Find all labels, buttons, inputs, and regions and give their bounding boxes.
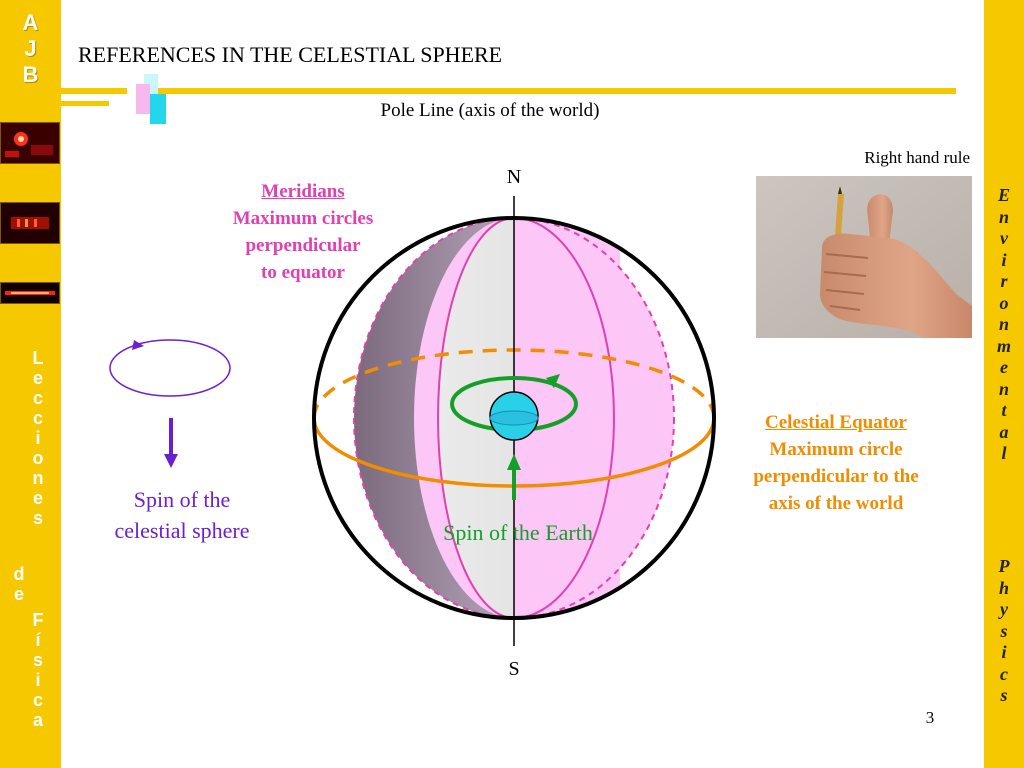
- thumbnail-spectrum: [0, 202, 60, 244]
- series-subject-vertical: F í s i c a: [32, 610, 44, 730]
- meridian-outline-left: [437, 217, 515, 619]
- right-hand-rule-photo: [756, 176, 972, 338]
- earth-spin-arrow-head: [507, 454, 521, 470]
- celestial-spin-circle: [109, 339, 231, 397]
- header-deco-line: [61, 88, 127, 94]
- slide-title: REFERENCES IN THE CELESTIAL SPHERE: [78, 42, 503, 67]
- right-sidebar: [984, 0, 1024, 768]
- environmental-vertical: E n v i r o n m e n t a l: [996, 185, 1011, 463]
- earth-equator-band: [489, 410, 539, 426]
- celestial-equator-line: Maximum circle: [769, 439, 903, 460]
- celestial-equator-line: axis of the world: [768, 493, 904, 514]
- thumbnail-laser-line: [0, 282, 60, 304]
- meridians-line: perpendicular: [245, 235, 361, 256]
- header-rule: [148, 88, 956, 94]
- celestial-spin-arrowhead: [132, 340, 144, 350]
- meridians-caption: Meridians Maximum circles perpendicular …: [205, 178, 401, 286]
- series-name-vertical: L e c c i o n e s: [32, 348, 44, 528]
- header-deco-line: [61, 101, 109, 106]
- spin-earth-caption: Spin of the Earth: [443, 520, 593, 545]
- north-pole-label: N: [506, 166, 522, 188]
- physics-vertical: P h y s i c s: [998, 556, 1010, 705]
- celestial-equator-heading: Celestial Equator: [765, 412, 907, 433]
- celestial-spin-arrow-head: [164, 454, 178, 468]
- meridians-line: Maximum circles: [232, 208, 374, 229]
- right-hand-rule-label: Right hand rule: [864, 148, 970, 167]
- page-number: 3: [925, 708, 935, 727]
- meridian-outline-right: [513, 217, 615, 619]
- meridians-line: to equator: [261, 262, 345, 283]
- south-pole-label: S: [508, 658, 520, 680]
- spin-celestial-line: Spin of the: [133, 487, 231, 512]
- celestial-equator-line: perpendicular to the: [753, 466, 919, 487]
- meridians-heading: Meridians: [261, 181, 345, 202]
- spin-celestial-sphere-caption: Spin of the celestial sphere: [92, 484, 272, 546]
- spin-celestial-line: celestial sphere: [114, 518, 250, 543]
- author-initials: A J B: [22, 10, 39, 87]
- celestial-equator-caption: Celestial Equator Maximum circle perpend…: [726, 409, 946, 517]
- pole-line-label: Pole Line (axis of the world): [380, 100, 600, 121]
- series-de-vertical: d e: [13, 564, 25, 604]
- header-logo-squares: [136, 74, 166, 124]
- earth-spin-arrowhead: [546, 374, 560, 388]
- thumbnail-lamp: [0, 122, 60, 164]
